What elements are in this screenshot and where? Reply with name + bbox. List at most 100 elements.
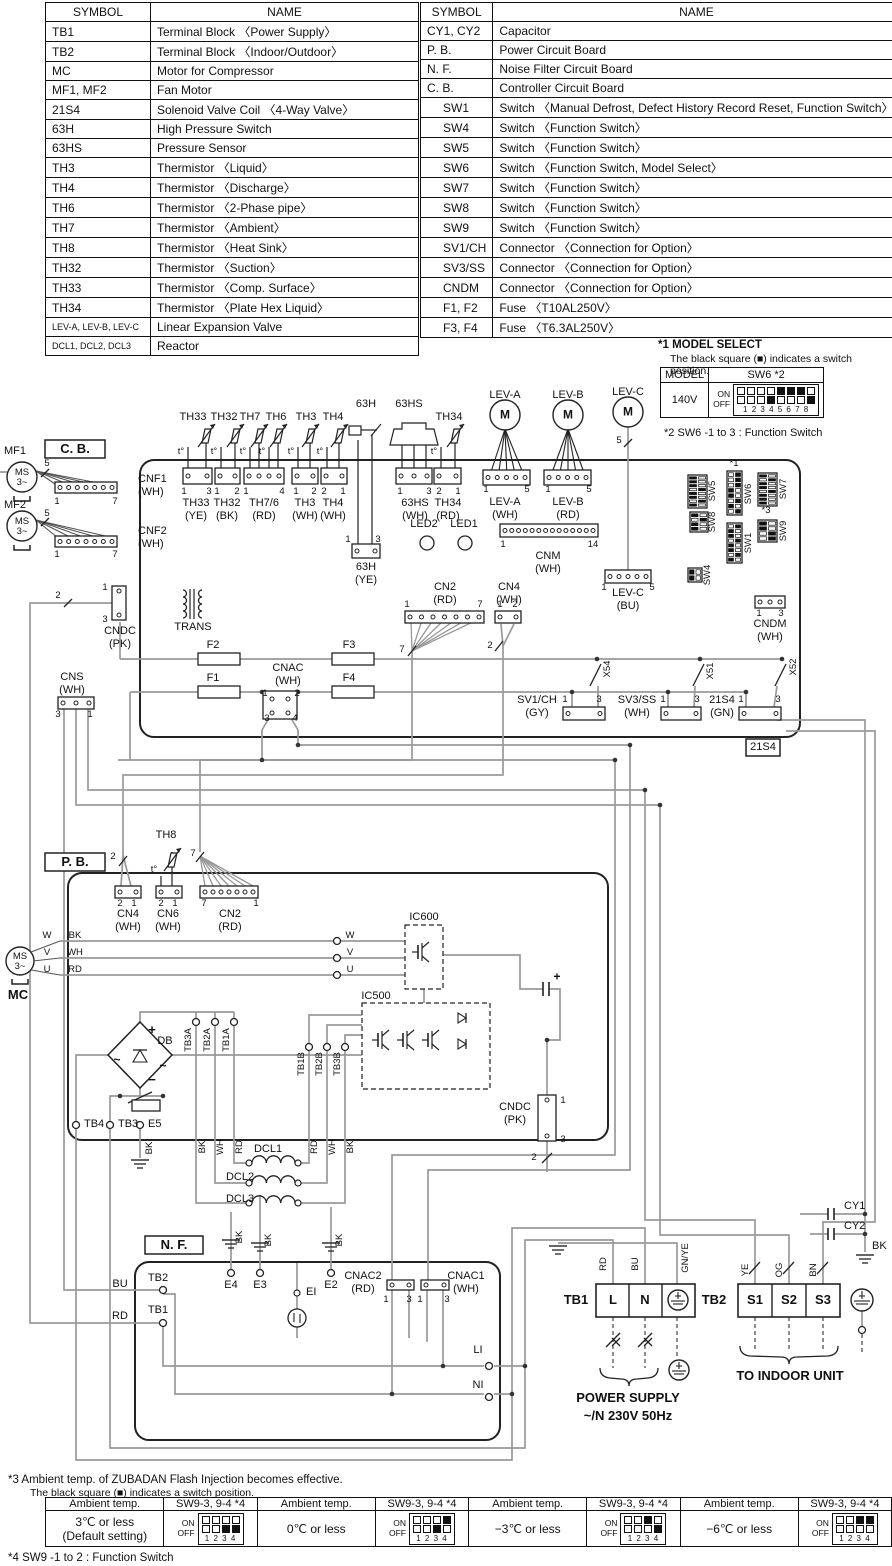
t-label: t° bbox=[210, 446, 218, 458]
symbol-cell: F3, F4 bbox=[419, 317, 494, 338]
pb-label: P. B. bbox=[61, 854, 89, 870]
symbol-cell: P. B. bbox=[419, 40, 494, 60]
ambient-header: SW9-3, 9-4 *4 bbox=[797, 1497, 892, 1511]
wwh-label: WH bbox=[215, 1139, 227, 1155]
tiu-label: TO INDOOR UNIT bbox=[736, 1368, 844, 1384]
li-label: LI bbox=[473, 1344, 483, 1357]
n2-label: 2 bbox=[110, 851, 116, 863]
n1-label: 1 bbox=[87, 709, 93, 721]
levb-label: LEV-B bbox=[552, 389, 584, 402]
symbol-cell: MF1, MF2 bbox=[45, 80, 151, 100]
tb1-label: TB1 bbox=[147, 1304, 169, 1317]
symbol-cell: Switch 〈Function Switch, Model Select〉 bbox=[492, 157, 892, 178]
cndc-label: CNDC bbox=[499, 1101, 531, 1114]
mns-label: − bbox=[148, 1072, 156, 1088]
symbol-cell: 63HS bbox=[45, 138, 151, 158]
th32-label: TH32 bbox=[210, 411, 238, 424]
leva-label: LEV-A bbox=[489, 389, 521, 402]
sv1-label: SV1/CH bbox=[517, 694, 557, 707]
symbol-cell: Switch 〈Function Switch〉 bbox=[492, 117, 892, 138]
e5-label: E5 bbox=[148, 1118, 162, 1131]
th33-label: TH33 bbox=[179, 411, 207, 424]
t-label: t° bbox=[287, 446, 295, 458]
db-label: DB bbox=[157, 1035, 173, 1048]
t-label: t° bbox=[316, 446, 324, 458]
es2-label: S2 bbox=[781, 1292, 797, 1308]
wh-label: (WH) bbox=[275, 675, 301, 688]
n1-label: 1 bbox=[293, 486, 299, 498]
n3-label: 3 bbox=[406, 1294, 412, 1306]
n1-label: 1 bbox=[660, 694, 666, 706]
symbol-cell: Connector 〈Connection for Option〉 bbox=[492, 237, 892, 258]
tb2-label: TB2 bbox=[701, 1292, 727, 1308]
n5-label: 5 bbox=[586, 484, 592, 496]
wh-label: (WH) bbox=[453, 1283, 479, 1296]
x54-label: X54 bbox=[602, 660, 614, 678]
ambient-temp-cell: −3℃ or less bbox=[468, 1510, 588, 1547]
column-header: NAME bbox=[492, 2, 892, 22]
wbn-label: BN bbox=[808, 1263, 820, 1277]
symbol-cell: F1, F2 bbox=[419, 297, 494, 318]
n1-label: 1 bbox=[738, 694, 744, 706]
symbol-cell: SW7 bbox=[419, 177, 494, 198]
column-header: SYMBOL bbox=[419, 2, 494, 22]
wh-label: (WH) bbox=[757, 631, 783, 644]
symbol-cell: SW9 bbox=[419, 217, 494, 238]
cnac2-label: CNAC2 bbox=[344, 1270, 382, 1283]
column-header: NAME bbox=[150, 2, 419, 22]
n1-label: 1 bbox=[560, 1095, 566, 1107]
levb-label: LEV-B bbox=[552, 496, 584, 509]
symbol-cell: TH6 bbox=[45, 197, 151, 218]
symbol-cell: SW6 bbox=[419, 157, 494, 178]
s1a-label: *1 bbox=[729, 458, 739, 470]
symbol-cell: C. B. bbox=[419, 78, 494, 98]
th7-label: TH7 bbox=[239, 411, 261, 424]
n1-label: 1 bbox=[54, 496, 60, 508]
tb1b-label: TB1B bbox=[296, 1052, 308, 1076]
wbk-label: BK bbox=[68, 930, 82, 942]
ni-label: NI bbox=[472, 1379, 484, 1392]
symbol-cell: Terminal Block 〈Indoor/Outdoor〉 bbox=[150, 41, 419, 62]
n1-label: 1 bbox=[417, 1294, 423, 1306]
sw7-label: SW7 bbox=[778, 478, 790, 500]
note-ambient: *3 Ambient temp. of ZUBADAN Flash Inject… bbox=[8, 1474, 343, 1486]
rd-label: (RD) bbox=[433, 594, 457, 607]
symbol-cell: Capacitor bbox=[492, 21, 892, 41]
w-label: W bbox=[345, 930, 355, 942]
n5-label: 5 bbox=[524, 484, 530, 496]
wh-label: (WH) bbox=[320, 510, 346, 523]
n1-label: 1 bbox=[181, 486, 187, 498]
symbol-cell: MC bbox=[45, 61, 151, 81]
tb3a-label: TB3A bbox=[183, 1028, 195, 1052]
n3-label: 3 bbox=[560, 1134, 566, 1146]
symbol-cell: Noise Filter Circuit Board bbox=[492, 59, 892, 79]
ic500-label: IC500 bbox=[361, 990, 391, 1003]
cnac1-label: CNAC1 bbox=[447, 1270, 485, 1283]
w-label: W bbox=[42, 930, 52, 942]
cb-label: C. B. bbox=[60, 441, 90, 457]
tb2b-label: TB2B bbox=[314, 1052, 326, 1076]
plus-label: + bbox=[553, 969, 561, 984]
wbu-label: BU bbox=[630, 1257, 642, 1271]
x51-label: X51 bbox=[705, 662, 717, 680]
th8-label: TH8 bbox=[155, 829, 177, 842]
model-select-title: *1 MODEL SELECT bbox=[658, 339, 762, 351]
symbol-cell: SW5 bbox=[419, 137, 494, 158]
n1-label: 1 bbox=[243, 486, 249, 498]
symbol-cell: Thermistor 〈Suction〉 bbox=[150, 257, 419, 278]
